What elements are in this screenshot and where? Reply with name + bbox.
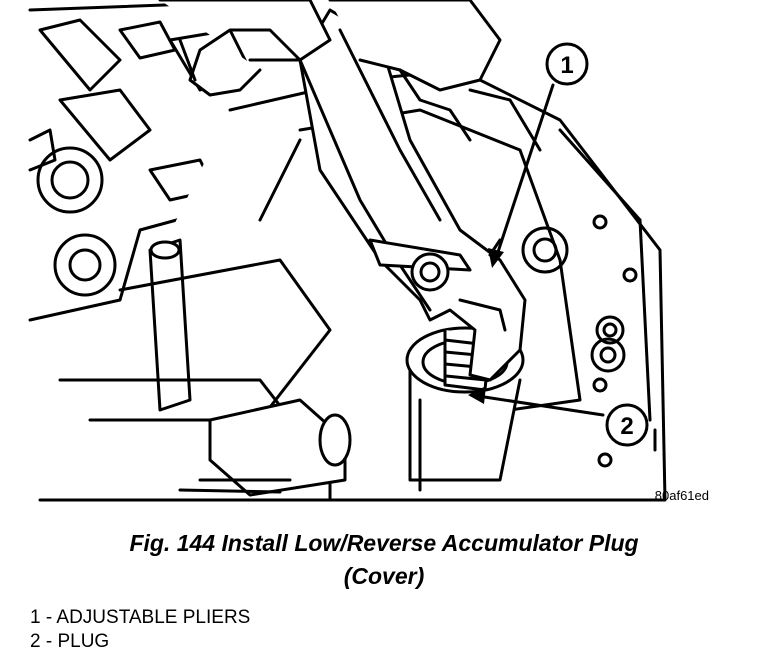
callout-legend: 1 - ADJUSTABLE PLIERS 2 - PLUG — [30, 606, 250, 654]
caption-line-1: Fig. 144 Install Low/Reverse Accumulator… — [129, 530, 639, 556]
adjustable-pliers-drawing — [248, 8, 527, 382]
caption-line-2: (Cover) — [343, 563, 425, 589]
callout-2: 2 — [605, 403, 649, 447]
technical-illustration: 1 2 80af61ed — [28, 0, 709, 503]
callout-arrowheads — [468, 248, 504, 404]
callout-2-number: 2 — [620, 413, 633, 440]
legend-item: 1 - ADJUSTABLE PLIERS — [30, 607, 251, 628]
image-code: 80af61ed — [655, 488, 709, 503]
hand-drawing — [158, 0, 502, 142]
callout-1: 1 — [545, 42, 589, 86]
callout-1-number: 1 — [560, 52, 573, 79]
figure-caption: Fig. 144 Install Low/Reverse Accumulator… — [0, 527, 768, 593]
callout-leaders — [476, 83, 605, 417]
legend-item: 2 - PLUG — [30, 631, 110, 652]
